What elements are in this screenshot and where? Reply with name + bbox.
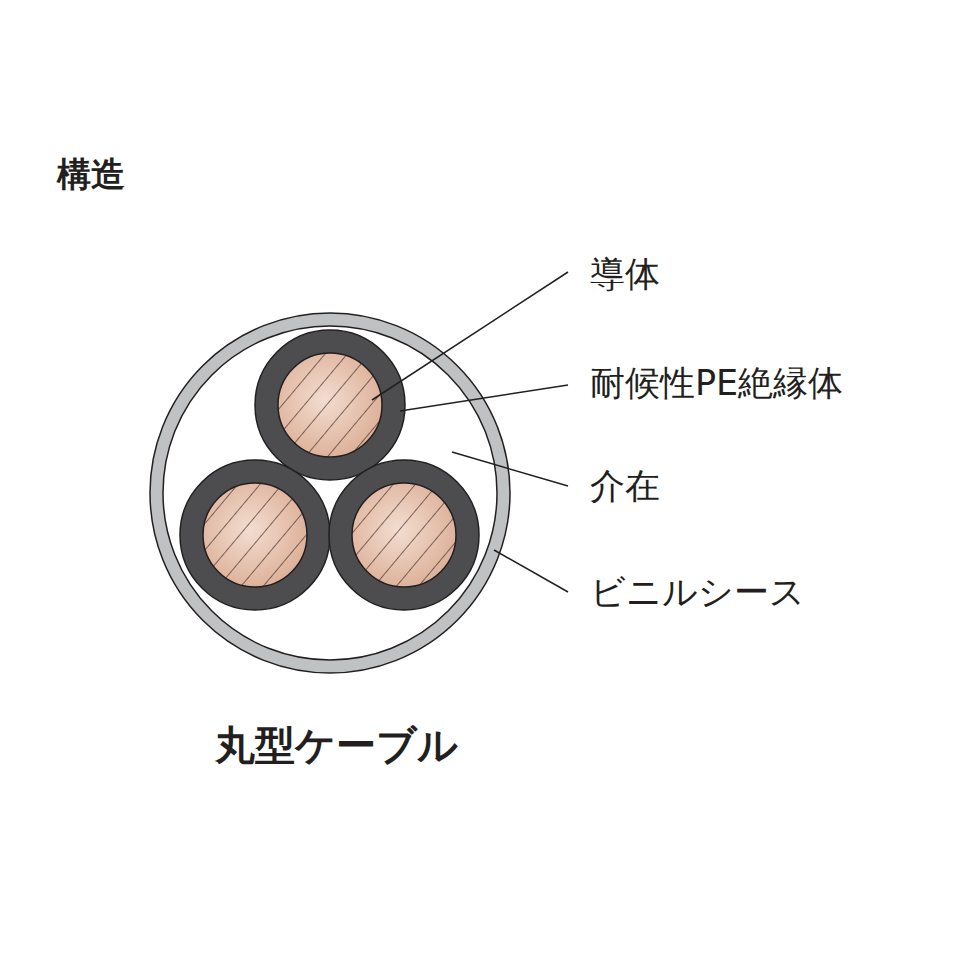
vinyl-sheath [150,313,510,673]
core [329,460,479,610]
part-label: ビニルシース [590,571,805,613]
part-label: 導体 [590,253,660,295]
part-label: 介在 [590,465,660,507]
part-label: 耐候性PE絶縁体 [590,362,843,404]
figure-caption: 丸型ケーブル [215,721,458,769]
figure-title: 構造 [57,154,125,195]
leader-lines [372,272,568,592]
filler [163,326,497,660]
core [180,460,330,610]
core [255,330,405,480]
